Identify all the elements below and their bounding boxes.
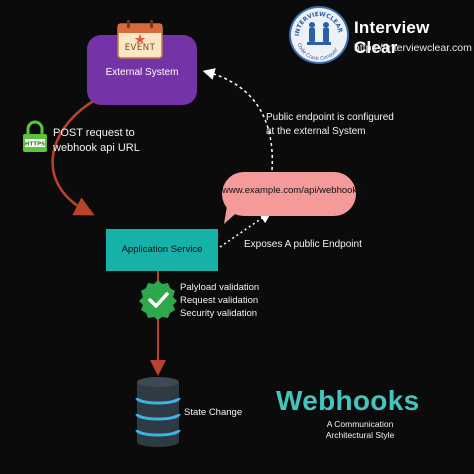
public-endpoint-line2: at the external System (266, 126, 366, 137)
post-request-text: POST request to webhook api URL (53, 126, 140, 156)
state-change-label: State Change (184, 407, 243, 418)
exposes-endpoint-text: Exposes A public Endpoint (244, 239, 362, 250)
check-badge-icon (139, 280, 177, 320)
subtitle-line1: A Communication (326, 419, 394, 429)
svg-text:HTTPS: HTTPS (25, 142, 45, 148)
external-system-label: External System (105, 67, 179, 78)
application-service-box (106, 229, 218, 271)
public-endpoint-text: Public endpoint is configured at the ext… (266, 111, 394, 139)
https-lock-icon: HTTPS (23, 120, 47, 152)
interview-clear-logo: INTERVIEWCLEAR Code Crack Conquer (289, 6, 349, 64)
application-service-label: Application Service (121, 244, 203, 255)
post-request-arrow (51, 98, 96, 216)
event-calendar-icon (117, 20, 163, 59)
public-endpoint-line1: Public endpoint is configured (266, 112, 394, 123)
validation-item: Request validation (180, 295, 259, 306)
database-icon (135, 377, 181, 447)
validation-list: Palyload validation Request validation S… (180, 281, 259, 320)
post-request-line1: POST request to (53, 127, 135, 139)
event-label: EVENT (124, 43, 156, 53)
webhook-url: www.example.com/api/webhooks (222, 185, 362, 196)
brand-name: Interview Clear (354, 18, 430, 57)
page-title: Webhooks (276, 385, 420, 416)
brand-url[interactable]: https://interviewclear.com (354, 42, 472, 54)
validation-item: Palyload validation (180, 282, 260, 293)
validation-item: Security validation (180, 308, 258, 319)
configure-endpoint-arrow (202, 68, 274, 171)
page-subtitle: A Communication Architectural Style (300, 419, 420, 441)
subtitle-line2: Architectural Style (325, 430, 395, 440)
webhook-url-bubble (222, 172, 356, 216)
post-request-line2: webhook api URL (53, 142, 140, 154)
